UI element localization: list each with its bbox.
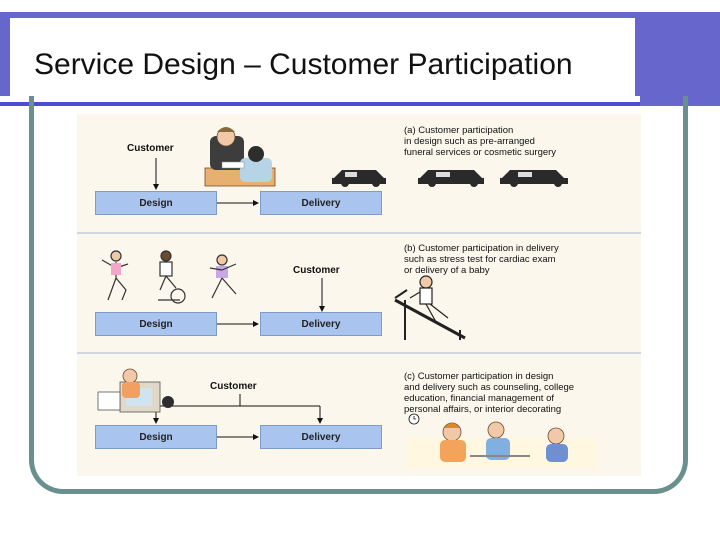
panel-c-arrows [153, 394, 323, 440]
panel-c-delivery-box: Delivery [260, 425, 382, 449]
panel-a-customer-label: Customer [127, 143, 174, 154]
panel-b-design-box: Design [95, 312, 217, 336]
slide-title: Service Design – Customer Participation [34, 48, 573, 81]
panel-a-design-box: Design [95, 191, 217, 215]
title-rule-gap [0, 96, 640, 102]
content-frame [29, 96, 688, 494]
panel-a-delivery-box: Delivery [260, 191, 382, 215]
consultation-illustration [204, 127, 276, 187]
title-box [10, 18, 635, 96]
panel-b-caption: (b) Customer participation in delivery s… [404, 243, 559, 276]
panel-b-arrows [217, 278, 325, 327]
panel-divider [77, 352, 641, 354]
panel-divider [77, 232, 641, 234]
title-rule [0, 102, 640, 106]
exercise-figures-illustration [101, 250, 237, 304]
panel-b-customer-label: Customer [293, 265, 340, 276]
panel-c-design-box: Design [95, 425, 217, 449]
panel-a-arrows [153, 158, 259, 206]
panel-c-customer-label: Customer [210, 381, 257, 392]
panel-b-delivery-box: Delivery [260, 312, 382, 336]
panel-a-caption: (a) Customer participation in design suc… [404, 125, 557, 158]
counselor-illustration [97, 368, 174, 413]
funeral-cars-illustration [332, 170, 568, 187]
stress-test-illustration [394, 275, 466, 340]
panel-c-caption: (c) Customer participation in design and… [404, 371, 575, 415]
students-illustration [408, 413, 598, 468]
